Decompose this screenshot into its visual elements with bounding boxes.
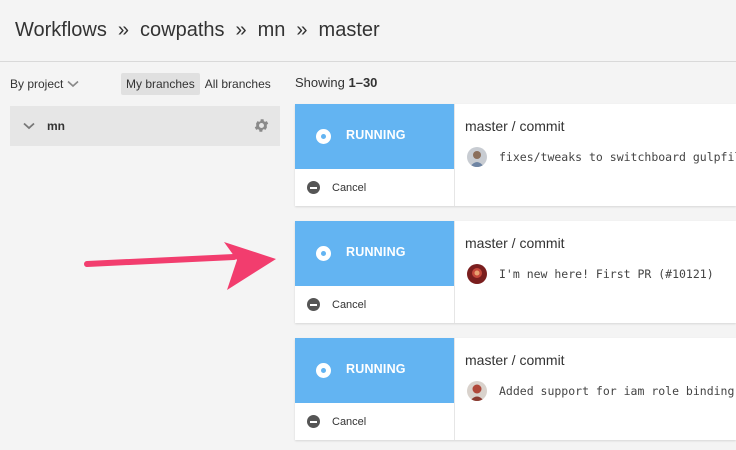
by-project-label: By project xyxy=(10,77,64,91)
avatar xyxy=(467,147,487,167)
status-label: RUNNING xyxy=(346,128,406,142)
breadcrumb-branch: master xyxy=(318,19,380,41)
chevron-down-icon xyxy=(67,80,79,88)
workflow-branch-link[interactable]: master / commit xyxy=(465,235,565,251)
workflow-card: RUNNING Cancel master / commit Added sup… xyxy=(295,338,736,440)
breadcrumb-repo[interactable]: mn xyxy=(257,19,286,41)
status-running-button[interactable]: RUNNING xyxy=(295,104,454,169)
running-status-icon xyxy=(316,129,331,144)
commit-message-link[interactable]: fixes/tweaks to switchboard gulpfile xyxy=(499,150,736,164)
cancel-label: Cancel xyxy=(332,415,367,428)
status-label: RUNNING xyxy=(346,362,406,376)
cancel-label: Cancel xyxy=(332,298,367,311)
chevron-down-icon[interactable] xyxy=(23,122,35,130)
sidebar-project-mn[interactable]: mn xyxy=(10,106,280,146)
cancel-button[interactable]: Cancel xyxy=(295,403,454,440)
cancel-icon xyxy=(307,298,320,311)
all-branches-toggle[interactable]: All branches xyxy=(204,77,271,91)
workflow-branch-link[interactable]: master / commit xyxy=(465,352,565,368)
running-status-icon xyxy=(316,363,331,378)
breadcrumb: Workflows » cowpaths » mn » master xyxy=(0,0,736,62)
commit-message-link[interactable]: I'm new here! First PR (#10121) xyxy=(499,267,714,281)
branch-toggle-group: My branches All branches xyxy=(121,73,276,95)
workflow-card: RUNNING Cancel master / commit fixes/twe… xyxy=(295,104,736,206)
avatar xyxy=(467,264,487,284)
annotation-arrow-icon xyxy=(84,242,276,290)
avatar xyxy=(467,381,487,401)
gear-icon[interactable] xyxy=(253,117,270,134)
cancel-label: Cancel xyxy=(332,181,367,194)
sidebar-filter-row: By project My branches All branches xyxy=(10,73,280,95)
my-branches-toggle[interactable]: My branches xyxy=(121,73,200,95)
workflow-branch-link[interactable]: master / commit xyxy=(465,118,565,134)
status-label: RUNNING xyxy=(346,245,406,259)
commit-message-link[interactable]: Added support for iam role binding xyxy=(499,384,735,398)
breadcrumb-separator: » xyxy=(235,19,247,41)
project-name: mn xyxy=(47,119,65,133)
workflow-card: RUNNING Cancel master / commit I'm new h… xyxy=(295,221,736,323)
sidebar: By project My branches All branches mn xyxy=(0,62,290,450)
cancel-icon xyxy=(307,181,320,194)
status-running-button[interactable]: RUNNING xyxy=(295,221,454,286)
by-project-dropdown[interactable]: By project xyxy=(10,77,79,91)
showing-range: 1–30 xyxy=(348,75,378,90)
cancel-icon xyxy=(307,415,320,428)
showing-count: Showing 1–30 xyxy=(295,75,377,90)
breadcrumb-separator: » xyxy=(296,19,308,41)
cancel-button[interactable]: Cancel xyxy=(295,286,454,323)
showing-prefix: Showing xyxy=(295,75,349,90)
breadcrumb-project[interactable]: cowpaths xyxy=(140,19,225,41)
breadcrumb-separator: » xyxy=(117,19,129,41)
running-status-icon xyxy=(316,246,331,261)
breadcrumb-workflows[interactable]: Workflows xyxy=(15,19,107,41)
cancel-button[interactable]: Cancel xyxy=(295,169,454,206)
status-running-button[interactable]: RUNNING xyxy=(295,338,454,403)
